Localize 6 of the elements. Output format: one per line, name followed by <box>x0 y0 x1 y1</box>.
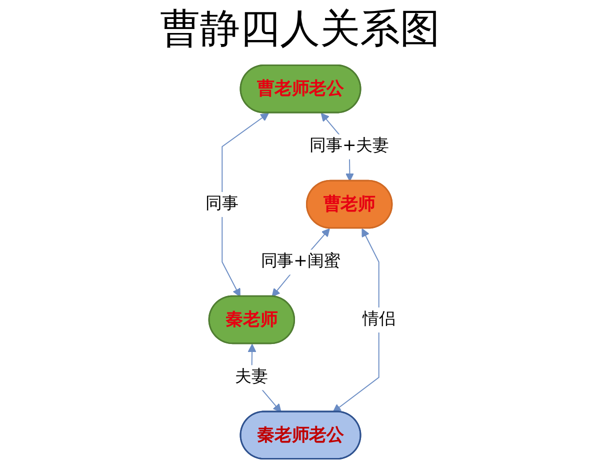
edge-label: 同事 <box>205 193 238 213</box>
diagram-title: 曹静四人关系图 <box>160 5 440 54</box>
edge-label: 同事+夫妻 <box>309 136 389 156</box>
edge-label: 同事+闺蜜 <box>260 251 340 270</box>
edge-label: 夫妻 <box>234 366 268 386</box>
edge-label: 情侣 <box>362 308 395 328</box>
